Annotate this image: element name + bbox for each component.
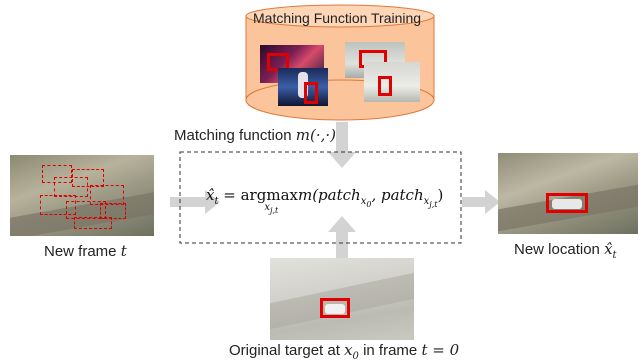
new-frame-var: t bbox=[120, 242, 127, 260]
matching-dashed-box bbox=[179, 151, 462, 244]
matching-symbol: m(·,·) bbox=[295, 126, 336, 144]
new-location-var: x̂ bbox=[604, 240, 613, 258]
eq-arg1-subsub: 0 bbox=[366, 200, 372, 209]
arrow-down-from-db bbox=[328, 122, 356, 168]
eq-comma: , patch bbox=[371, 186, 424, 204]
eq-op: = arg bbox=[223, 186, 267, 204]
eq-arg1-sub: x bbox=[360, 196, 367, 207]
db-title: Matching Function Training bbox=[253, 10, 422, 26]
original-eq: t = 0 bbox=[421, 341, 460, 359]
training-image-4 bbox=[364, 62, 420, 102]
eq-arg2-sub: x bbox=[423, 196, 430, 207]
new-location-label: New location x̂t bbox=[514, 240, 617, 261]
training-image-2 bbox=[278, 68, 328, 106]
eq-max-sub: x bbox=[264, 202, 270, 213]
new-frame-image bbox=[10, 155, 154, 236]
eq-func: m(patch bbox=[297, 186, 361, 204]
new-location-image bbox=[498, 153, 638, 234]
new-location-text: New location bbox=[514, 241, 600, 258]
eq-max-subsub: j,t bbox=[269, 206, 279, 215]
eq-lhs-sub: t bbox=[214, 196, 219, 207]
original-var: x bbox=[344, 341, 353, 359]
matching-prefix: Matching function bbox=[174, 127, 296, 144]
matching-function-label: Matching function m(·,·) bbox=[174, 126, 336, 144]
original-target-label: Original target at x0 in frame t = 0 bbox=[229, 341, 459, 362]
arrow-right-from-frame bbox=[170, 190, 220, 214]
eq-close: ) bbox=[437, 186, 444, 204]
new-location-sub: t bbox=[612, 250, 617, 261]
original-text-a: Original target at bbox=[229, 342, 340, 359]
eq-lhs: x̂ bbox=[206, 186, 215, 204]
original-target-image bbox=[270, 258, 414, 340]
original-text-b: in frame bbox=[363, 342, 418, 359]
eq-max-word: max bbox=[266, 186, 298, 204]
new-frame-label: New frame t bbox=[44, 242, 127, 260]
eq-arg2-subsub: j,t bbox=[429, 200, 438, 209]
arrow-right-to-location bbox=[462, 190, 500, 214]
arrow-up-from-target bbox=[328, 216, 356, 258]
new-frame-text: New frame bbox=[44, 243, 117, 260]
original-sub: 0 bbox=[352, 351, 359, 362]
